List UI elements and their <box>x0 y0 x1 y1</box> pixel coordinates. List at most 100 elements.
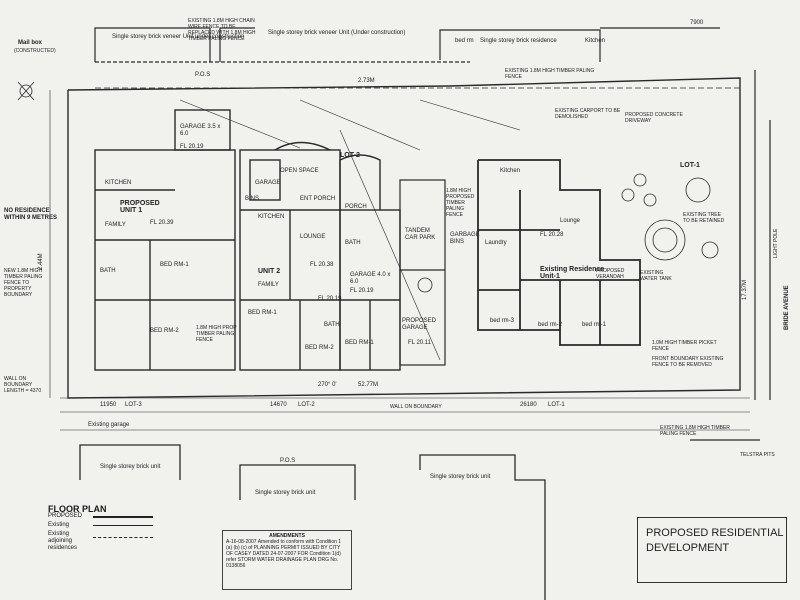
unit-1-bed-2: BED RM-2 <box>150 328 179 334</box>
existing-residence-walls <box>477 159 641 346</box>
dim-244-label: 2.44M <box>38 253 44 270</box>
unit-1-garage: GARAGE 3.5 x 6.0 <box>180 124 221 137</box>
existing-bed-3: bed rm-3 <box>490 318 515 324</box>
top-kitchen-label: Kitchen <box>585 38 606 44</box>
north-arrow-icon <box>17 81 35 101</box>
existing-fence-bottom: EXISTING 1.8M HIGH TIMBER PALING FENCE <box>660 425 730 437</box>
legend-title: FLOOR PLAN <box>48 504 107 514</box>
picket-fence: 1.0M HIGH TIMBER PICKET FENCE <box>652 340 717 352</box>
lot-2-title: LOT-2 <box>340 152 360 159</box>
unit-2-title: UNIT 2 <box>258 268 281 275</box>
neighbour-buildings-top <box>94 27 720 63</box>
timber-fence-top-label: EXISTING 1.8M HIGH TIMBER PALING FENCE <box>505 68 595 80</box>
unit-2-fl-garage: FL 20.19 <box>318 296 342 302</box>
unit-3-walls <box>339 154 401 371</box>
water-tank: EXISTING WATER TANK <box>640 270 672 282</box>
proposed-garage: PROPOSED GARAGE <box>402 318 437 331</box>
dim-1737-label: 17.37M <box>742 279 748 300</box>
legend-row-adjoining: Existing adjoining residences <box>48 531 153 551</box>
legend-line-adjoining <box>93 537 153 538</box>
unit-1-bed-1: BED RM-1 <box>160 262 189 268</box>
title-line-1: PROPOSED RESIDENTIAL <box>646 527 784 539</box>
angle-label: 270° 0' <box>318 382 337 388</box>
telstra-label: TELSTRA PITS <box>740 452 775 458</box>
unit-1-fl-garage: FL 20.19 <box>180 144 204 150</box>
unit-2-fl: FL 20.38 <box>310 262 334 268</box>
unit-2-bed-2: BED RM-2 <box>305 345 334 351</box>
unit-2-ent-porch: ENT PORCH <box>300 196 336 202</box>
top-bed-rm-label: bed rm <box>455 38 474 44</box>
driveway-lines <box>179 99 521 361</box>
unit-1-family: FAMILY <box>105 222 126 228</box>
legend-line-proposed <box>93 516 153 518</box>
garbage-bins: GARBAGE BINS <box>450 232 480 245</box>
unit-3-bed: BED RM-1 <box>345 340 374 346</box>
lot-2-bottom-label: LOT-2 <box>298 402 315 408</box>
mail-box-label: Mail box <box>18 40 43 46</box>
unit-3-bath: BATH <box>345 240 361 246</box>
unit-2-bins: BINS <box>245 196 260 202</box>
unit-2-kitchen: KITCHEN <box>258 214 285 220</box>
unit-2-family: FAMILY <box>258 282 279 288</box>
legend: FLOOR PLAN PROPOSED Existing Existing ad… <box>48 504 153 551</box>
legend-row-existing: Existing <box>48 522 153 531</box>
unit-2-bath: BATH <box>324 322 340 328</box>
chain-wire-fence-label: EXISTING 1.8M HIGH CHAIN WIRE FENCE TO B… <box>188 18 256 42</box>
carpark-timber-fence: 1.8M HIGH PROPOSED TIMBER PALING FENCE <box>446 188 475 218</box>
bottom-right-unit-label: Single storey brick unit <box>430 474 491 480</box>
amendments-text: A-16-08-2007 Amended to conform with Con… <box>226 539 342 569</box>
concrete-driveway-label: PROPOSED CONCRETE DRIVEWAY <box>625 112 683 124</box>
proposed-verandah: PROPOSED VERANDAH <box>596 268 625 280</box>
bottom-left-unit-label: Single storey brick unit <box>100 464 161 470</box>
neighbour-top-mid-label: Single storey brick veneer Unit (Under c… <box>268 30 406 36</box>
existing-bed-1: bed rm-1 <box>582 322 607 328</box>
existing-lounge: Lounge <box>560 218 581 224</box>
lot-3-label: LOT-3 <box>125 402 142 408</box>
dim-14670: 14670 <box>270 402 287 408</box>
dimension-lines <box>49 90 750 431</box>
unit-3-garage: GARAGE 4.0 x 6.0 <box>350 272 391 285</box>
lot-1-bottom-label: LOT-1 <box>548 402 565 408</box>
existing-residence-title: Existing Residence Unit-1 <box>540 266 605 280</box>
existing-kitchen: Kitchen <box>500 168 521 174</box>
dim-7900-label: 7900 <box>690 20 704 26</box>
unit-1-bath: BATH <box>100 268 116 274</box>
amendments-heading: AMENDMENTS <box>269 533 305 539</box>
proposed-garage-fl: FL 20.11 <box>408 340 432 346</box>
unit-2-walls <box>239 141 341 371</box>
street-edge <box>754 70 771 400</box>
dim-11950: 11950 <box>100 402 117 408</box>
dim-273-label: 2.73M <box>358 78 375 84</box>
unit-3-fl-garage: FL 20.19 <box>350 288 374 294</box>
dim-26180: 26180 <box>520 402 537 408</box>
pos-top-label: P.O.S <box>195 72 211 78</box>
unit-2-lounge: LOUNGE <box>300 234 326 240</box>
unit-1-kitchen: KITCHEN <box>105 180 132 186</box>
unit-2-garage: GARAGE <box>255 180 281 186</box>
legend-line-existing <box>93 525 153 526</box>
unit-1-fl: FL 20.39 <box>150 220 174 226</box>
neighbour-top-right-label: Single storey brick residence <box>480 38 557 44</box>
front-boundary: FRONT BOUNDARY EXISTING FENCE TO BE REMO… <box>652 356 724 368</box>
site-boundary <box>67 77 741 399</box>
unit-2-open-space: OPEN SPACE <box>280 168 319 174</box>
wall-on-boundary-bottom: WALL ON BOUNDARY <box>390 404 442 410</box>
existing-garage-label: Existing garage <box>88 422 130 428</box>
dim-5277: 52.77M <box>358 382 379 388</box>
neighbour-top-left-label: Single storey brick veneer Unit under co… <box>112 34 245 40</box>
unit-1-title: PROPOSED UNIT 1 <box>120 200 160 214</box>
constructed-label: (CONSTRUCTED) <box>14 48 56 54</box>
bride-avenue-label: BRIDE AVENUE <box>784 285 790 330</box>
existing-bed-2: bed rm-2 <box>538 322 563 328</box>
title-block: PROPOSED RESIDENTIAL DEVELOPMENT <box>637 517 787 583</box>
neighbour-buildings-bottom <box>79 439 760 600</box>
unit-3-porch: PORCH <box>345 204 367 210</box>
legend-row-proposed: PROPOSED <box>48 513 153 522</box>
tree-retained: EXISTING TREE TO BE RETAINED <box>683 212 725 224</box>
existing-fl: FL 20.28 <box>540 232 564 238</box>
carpark-walls <box>399 179 446 366</box>
wall-on-boundary-left-label: WALL ON BOUNDARY LENGTH = 4370 <box>4 376 42 394</box>
tree-icon <box>621 173 719 261</box>
unit-2-timber-fence: 1.8M HIGH PROP TIMBER PALING FENCE <box>196 325 237 343</box>
